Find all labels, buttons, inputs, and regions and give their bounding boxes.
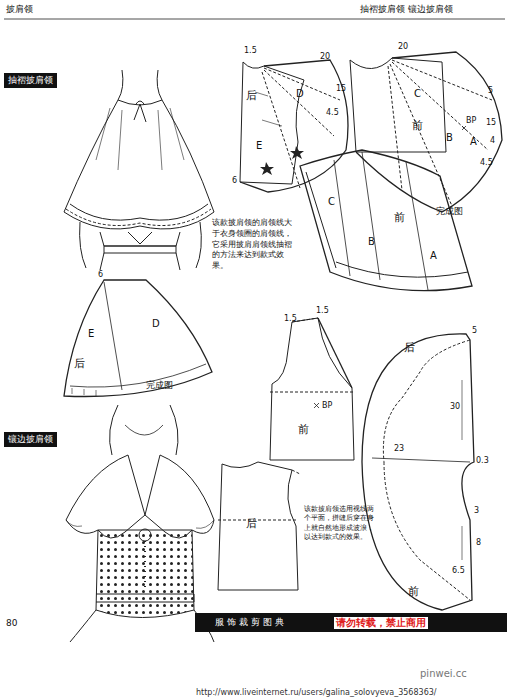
dimension: 4.5 [480, 158, 493, 167]
part-name: 前 [408, 586, 419, 599]
dimension: 8 [476, 538, 481, 547]
part-name: 后 [246, 518, 257, 531]
tab-text: 服饰裁剪图典 [215, 616, 287, 629]
dimension: 3 [474, 506, 479, 515]
part-letter: C [328, 196, 335, 208]
part-letter: A [470, 136, 477, 148]
dimension: 30 [450, 402, 460, 411]
part-letter: D [296, 88, 304, 100]
front-pattern [350, 52, 502, 212]
part-name: 后 [404, 342, 415, 355]
dimension: 23 [394, 444, 404, 453]
dimension: 1.5 [244, 46, 257, 55]
part-letter: A [430, 250, 437, 262]
mark-label: BP [466, 116, 476, 125]
dimension: 1.5 [316, 306, 329, 315]
cape-illustration [64, 70, 214, 270]
dimension: 15 [336, 84, 346, 93]
dimension: 6 [232, 176, 237, 185]
dimension: 5 [472, 326, 477, 335]
part-name: 前 [394, 212, 405, 225]
note-text: 该款披肩领的肩领线大于衣身领圈的肩领线，它采用披肩肩领线抽褶的方法来达到款式效果… [212, 218, 296, 272]
dimension: 4 [490, 136, 495, 145]
tab-text: 抽褶披肩领 [8, 74, 53, 87]
completed-front [300, 150, 472, 291]
ruffle-collar-illustration [66, 405, 214, 642]
page-header: 抽褶披肩领 镶边披肩领 [360, 4, 453, 14]
caption-label: 完成图 [436, 206, 463, 216]
dimension: 6 [98, 270, 103, 279]
circular-cape [362, 334, 474, 610]
mark-label: BP [322, 401, 332, 410]
completed-back [64, 280, 212, 397]
back-bodice [218, 462, 300, 590]
section-tab: 镶边披肩领 [4, 432, 57, 447]
dimension: 6.5 [452, 566, 465, 575]
source-url: http://www.liveinternet.ru/users/galina_… [196, 688, 437, 697]
back-pattern [240, 60, 348, 192]
dimension: 5 [488, 86, 493, 95]
front-bodice [270, 318, 354, 460]
part-name: 后 [74, 358, 85, 371]
part-letter: C [414, 88, 421, 100]
dimension: 15 [486, 118, 496, 127]
part-letter: E [256, 140, 262, 152]
part-letter: E [88, 328, 94, 340]
dimension: 20 [398, 42, 408, 51]
part-letter: B [446, 132, 453, 144]
section-tab: 抽褶披肩领 [4, 73, 57, 88]
part-name: 前 [298, 424, 309, 437]
part-letter: B [368, 236, 375, 248]
note-text: 该款披肩领选用视线两个平面，拼缝后穿在身上就自然地形成波浪，以达到款式的效果。 [304, 505, 378, 543]
tab-text: 镶边披肩领 [8, 433, 53, 446]
watermark: 请勿转载，禁止商用 [334, 617, 428, 629]
page-header: 披肩领 [6, 4, 33, 14]
page-number: 80 [6, 618, 17, 628]
dimension: 20 [320, 52, 330, 61]
part-name: 后 [246, 90, 257, 103]
part-name: 前 [412, 120, 423, 133]
caption-label: 完成图 [146, 380, 173, 390]
part-letter: D [152, 318, 160, 330]
dimension: 4.5 [326, 108, 339, 117]
watermark: pinwei.cc [420, 668, 467, 680]
dimension: 0.3 [476, 456, 489, 465]
dimension: 1.5 [284, 314, 297, 323]
